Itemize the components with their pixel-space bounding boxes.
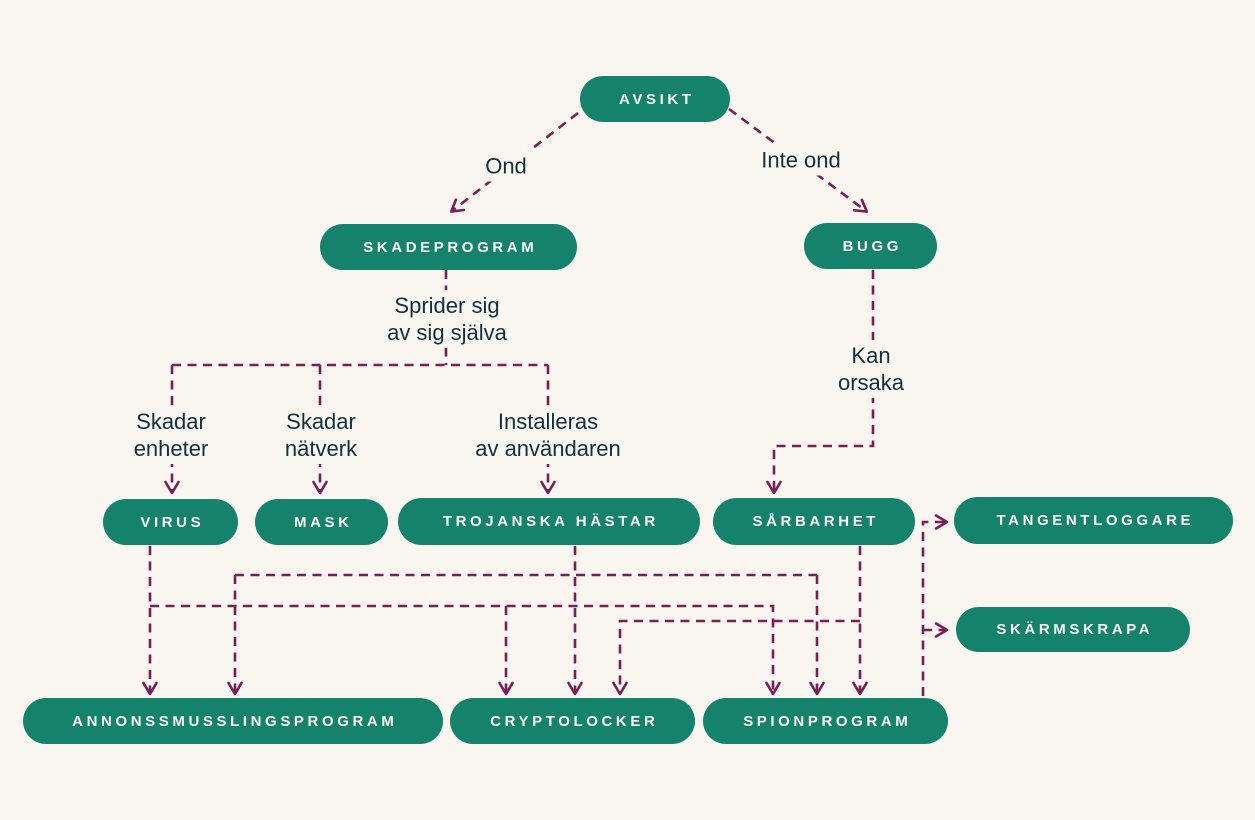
edge-label-inte-ond: Inte ond — [754, 144, 848, 176]
node-cryptolocker-label: CRYPTOLOCKER — [490, 712, 659, 730]
node-tangentloggare-label: TANGENTLOGGARE — [996, 512, 1195, 529]
node-skarmskrapa-label: SKÄRMSKRAPA — [996, 621, 1154, 638]
edge-spion-tangentloggare — [921, 514, 949, 696]
node-annonssmusslingsprogram-label: ANNONSSMUSSLINGSPROGRAM — [72, 712, 398, 730]
node-mask-label: MASK — [294, 513, 353, 531]
edge-label-ond: Ond — [478, 150, 534, 182]
node-tangentloggare: TANGENTLOGGARE — [954, 497, 1233, 544]
node-sarbarhet: SÅRBARHET — [713, 498, 915, 545]
edge-label-sprider-sig: Sprider sig av sig själva — [380, 290, 514, 348]
edge-bugg-sarbarhet — [766, 270, 875, 495]
node-spionprogram-label: SPIONPROGRAM — [743, 712, 912, 730]
edge-label-skadar-enheter: Skadar enheter — [126, 406, 216, 464]
node-avsikt-label: AVSIKT — [619, 90, 695, 108]
node-virus: VIRUS — [103, 499, 238, 545]
edge-label-kan-orsaka: Kan orsaka — [830, 340, 912, 398]
edge-sarbarhet-crypto — [612, 619, 860, 696]
node-trojanska-hastar: TROJANSKA HÄSTAR — [398, 498, 700, 545]
node-trojanska-hastar-label: TROJANSKA HÄSTAR — [442, 513, 659, 530]
node-skarmskrapa: SKÄRMSKRAPA — [956, 607, 1190, 652]
node-avsikt: AVSIKT — [580, 76, 730, 122]
node-cryptolocker: CRYPTOLOCKER — [450, 698, 695, 744]
node-mask: MASK — [255, 499, 388, 545]
node-bugg-label: BUGG — [842, 237, 902, 255]
node-sarbarhet-label: SÅRBARHET — [752, 513, 880, 530]
node-annonssmusslingsprogram: ANNONSSMUSSLINGSPROGRAM — [23, 698, 443, 744]
edge-virus-spion — [150, 604, 781, 696]
edge-label-skadar-natverk: Skadar nätverk — [277, 406, 365, 464]
node-virus-label: VIRUS — [140, 513, 205, 531]
node-skadeprogram-label: SKADEPROGRAM — [363, 238, 538, 256]
node-skadeprogram: SKADEPROGRAM — [320, 224, 577, 270]
node-bugg: BUGG — [804, 223, 937, 269]
node-spionprogram: SPIONPROGRAM — [703, 698, 948, 744]
edge-label-installeras: Installeras av användaren — [468, 406, 628, 464]
